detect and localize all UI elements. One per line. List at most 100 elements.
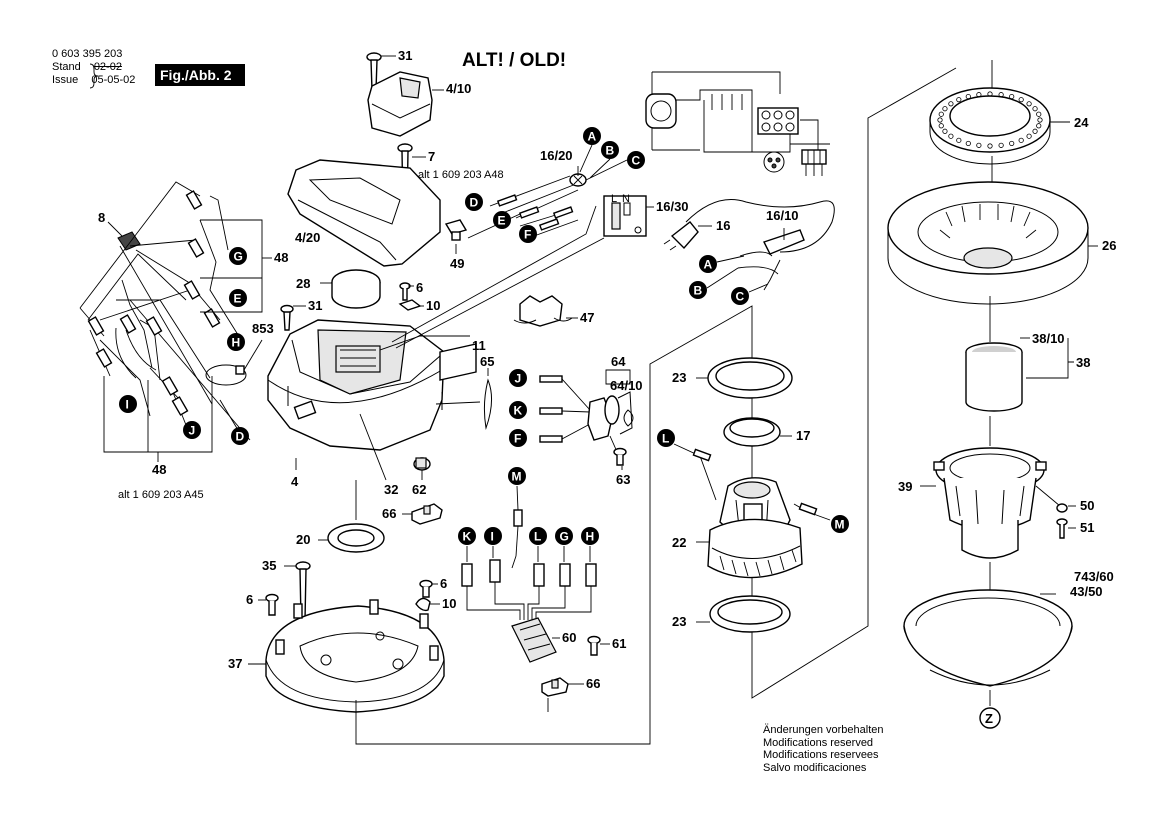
ring-hole [998,92,1004,98]
cage-39 [920,447,1047,559]
bubble-M-motor: M [831,515,849,533]
ring-hole [976,142,982,148]
ring-hole [948,133,954,139]
svg-text:D: D [470,196,479,210]
ring-24-holes [937,91,1043,149]
label-64-10: 64/10 [610,378,643,393]
old-date: 02-02 [93,61,122,73]
bubble-G-low: G [555,527,573,545]
page-title: ALT! / OLD! [462,50,566,71]
figure-badge [155,64,245,86]
bubble-D-top: D [465,193,483,211]
switch-16-30: L N [603,193,654,237]
label-16: 16 [716,218,730,233]
bubble-J-left: J [183,421,201,439]
label-23-upper: 23 [672,370,686,385]
clip-10-upper [398,299,424,311]
terminal-block-60 [511,617,560,663]
bubble-A-cord: A [699,255,717,273]
part-66-lower [541,677,584,697]
clip-10-lower [415,597,440,612]
bubble-F-mid: F [509,429,527,447]
notice-de: Änderungen vorbehalten [763,724,884,736]
label-37: 37 [228,656,242,671]
screw-50 [1056,503,1076,513]
ring-hole [1032,128,1038,134]
svg-text:I: I [491,530,494,544]
bracket-64 [605,369,631,385]
label-8: 8 [98,210,105,225]
stand-line: Stand 02-02 [52,61,135,74]
svg-text:B: B [606,144,615,158]
bubble-H-low: H [581,527,599,545]
bubble-L-low: L [529,527,547,545]
label-26: 26 [1102,238,1116,253]
notice-en: Modifications reserved [763,736,874,749]
svg-text:E: E [234,292,242,306]
ring-hole [1026,133,1032,139]
label-24: 24 [1074,115,1089,130]
ring-hole [942,106,948,112]
label-60: 60 [562,630,576,645]
housing-4 [267,319,445,451]
ring-hole [937,117,943,123]
bracket-48-upper [200,219,263,313]
ring-hole [1026,101,1032,107]
label-10-lower: 10 [442,596,456,611]
label-63: 63 [616,472,630,487]
issue-label: Issue [52,74,79,86]
bracket-38 [1026,338,1074,379]
container-43-50 [903,589,1073,687]
document-header: 0 603 395 203 Stand 02-02 Issue 05-05-02 [52,48,135,87]
modifications-notice: Änderungen vorbehalten Modifications res… [763,724,883,774]
svg-text:L: L [662,432,669,446]
reference-z: Z [979,707,1001,729]
bubble-K-low: K [458,527,476,545]
wiring-schematic [645,71,830,176]
screw-6-left [258,593,279,616]
cap-4-10 [367,71,444,137]
bubble-I-low: I [484,527,502,545]
figure-label: Fig./Abb. 2 [160,67,232,83]
svg-text:H: H [586,530,595,544]
bubble-E-top: E [493,211,511,229]
seal-65 [483,368,492,430]
label-64: 64 [611,354,626,369]
capacitor-64 [587,391,633,455]
label-38-10: 38/10 [1032,331,1065,346]
cap-28 [320,269,381,309]
label-23-lower: 23 [672,614,686,629]
screw-31-left [280,304,306,331]
bubble-G-left: G [229,247,247,265]
notice-fr: Modifications reservees [763,749,879,761]
label-7: 7 [428,149,435,164]
label-47: 47 [580,310,594,325]
screw-61 [587,635,610,656]
svg-text:F: F [524,228,531,242]
notice-es: Salvo modificaciones [763,761,867,774]
label-alt-a45: alt 1 609 203 A45 [118,489,204,501]
svg-text:C: C [632,154,641,168]
ring-hole [938,123,944,129]
ring-hole [1018,97,1024,103]
bubble-A-top: A [583,127,601,145]
switch-mark-N: N [622,193,630,205]
bubble-K-mid: K [509,401,527,419]
label-38: 38 [1076,355,1090,370]
label-6-right: 6 [440,576,447,591]
label-28: 28 [296,276,310,291]
bubble-D-left: D [231,427,249,445]
ring-hole [998,142,1004,148]
ring-hole [965,140,971,147]
filter-38-10 [965,337,1030,412]
label-65: 65 [480,354,494,369]
label-11: 11 [472,338,486,353]
ring-hole [987,143,993,149]
issue-line: Issue 05-05-02 [52,74,135,87]
label-10-upper: 10 [426,298,440,313]
svg-text:L: L [534,530,541,544]
bubble-B-cord: B [689,281,707,299]
svg-text:G: G [234,250,243,264]
label-39: 39 [898,479,912,494]
